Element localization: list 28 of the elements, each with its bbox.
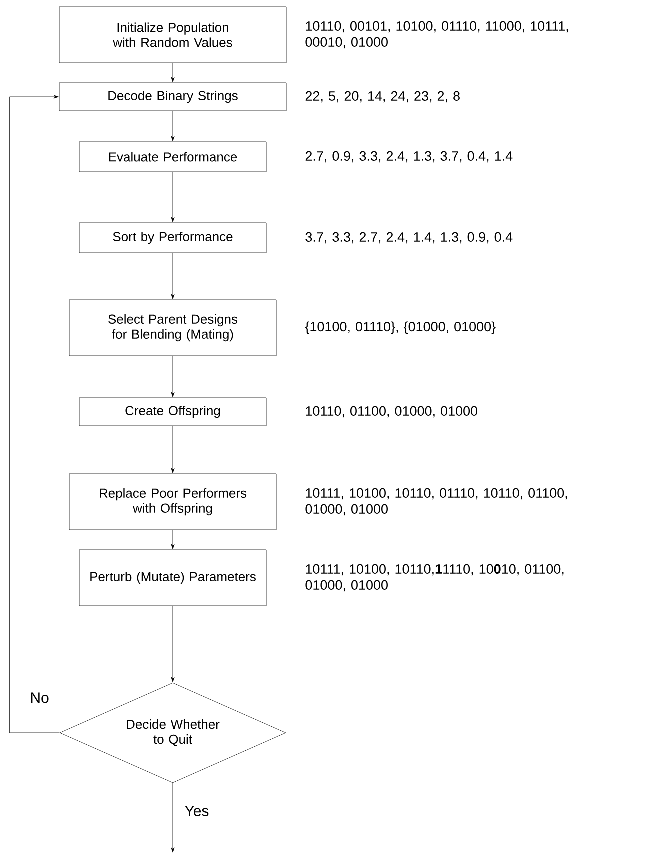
arrow [171, 63, 175, 82]
process-box: Replace Poor Performers with Offspring [69, 474, 277, 530]
data-values: 22, 5, 20, 14, 24, 23, 2, 8 [306, 91, 460, 103]
process-box: Evaluate Performance [79, 142, 267, 172]
data-values: 10111, 10100, 10110,11110, 10010, 01100, 01000, 01000 [306, 564, 564, 592]
process-box: Decode Binary Strings [59, 82, 287, 112]
process-box: Perturb (Mutate) Parameters [79, 550, 267, 606]
arrow [171, 426, 175, 474]
arrow [171, 783, 175, 853]
edge-label: Yes [184, 804, 210, 818]
arrow [171, 356, 175, 398]
arrow [171, 530, 175, 550]
edge-label: No [29, 692, 50, 704]
process-box: Select Parent Designs for Blending (Mating) [69, 300, 277, 356]
data-values: 10110, 01100, 01000, 01000 [306, 406, 478, 418]
data-values: {10100, 01110}, {01000, 01000} [305, 322, 496, 334]
arrow [171, 253, 175, 300]
arrow [10, 95, 60, 734]
process-box: Create Offspring [79, 398, 267, 426]
arrow [171, 606, 175, 682]
process-box: Sort by Performance [79, 222, 267, 254]
process-box: Initialize Population with Random Values [59, 6, 287, 64]
arrow [171, 172, 175, 222]
data-values: 3.7, 3.3, 2.7, 2.4, 1.4, 1.3, 0.9, 0.4 [306, 232, 513, 244]
data-values: 2.7, 0.9, 3.3, 2.4, 1.3, 3.7, 0.4, 1.4 [306, 151, 513, 163]
data-values: 10111, 10100, 10110, 01110, 10110, 01100, 01000, 01000 [306, 488, 568, 516]
data-values: 10110, 00101, 10100, 01110, 11000, 10111, 00010, 01000 [306, 21, 568, 49]
arrow [171, 111, 175, 142]
